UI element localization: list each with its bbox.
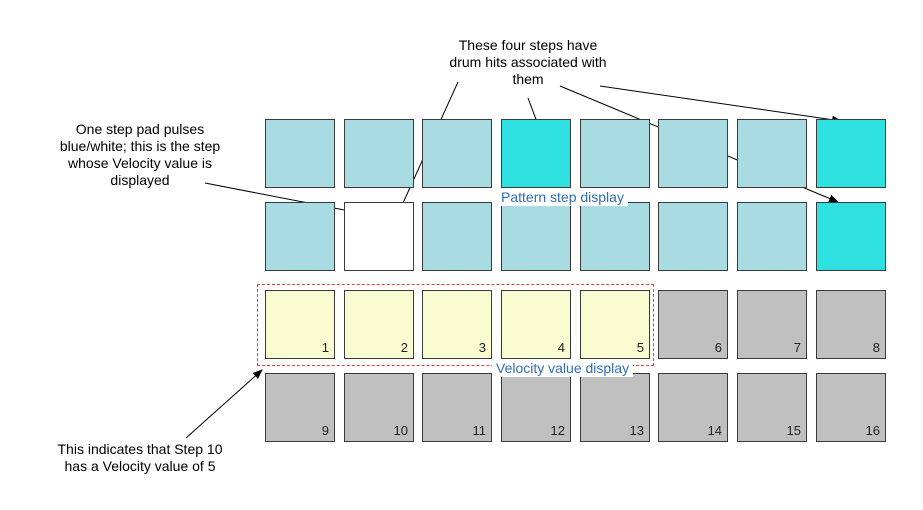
- velocity-pad-number: 5: [636, 340, 644, 355]
- pulsing-pad-annotation-line-3: whose Velocity value is: [68, 155, 212, 171]
- velocity-pad-number: 13: [629, 423, 644, 438]
- pattern-step-pad-9[interactable]: [265, 202, 335, 271]
- drum-hits-annotation: These four steps have drum hits associat…: [413, 37, 643, 88]
- velocity-display-highlight: [257, 284, 654, 366]
- velocity-pad-3[interactable]: 3: [422, 290, 492, 359]
- pattern-step-pad-12[interactable]: [501, 202, 571, 271]
- pulsing-pad-annotation: One step pad pulses blue/white; this is …: [40, 121, 240, 189]
- velocity-pad-2[interactable]: 2: [344, 290, 414, 359]
- velocity-pad-number: 8: [872, 340, 880, 355]
- velocity-pad-15[interactable]: 15: [737, 373, 807, 442]
- pulsing-pad-annotation-line-4: displayed: [110, 172, 170, 188]
- pulsing-pad-annotation-line-2: blue/white; this is the step: [59, 138, 221, 154]
- velocity-pad-1[interactable]: 1: [265, 290, 335, 359]
- velocity-pad-10[interactable]: 10: [344, 373, 414, 442]
- velocity-pad-number: 11: [472, 423, 487, 438]
- velocity-pad-9[interactable]: 9: [265, 373, 335, 442]
- pattern-step-pad-1[interactable]: [265, 119, 335, 188]
- arrow-from-pulsing-text: [204, 182, 366, 217]
- pattern-step-pad-16[interactable]: [816, 202, 886, 271]
- velocity-pad-5[interactable]: 5: [580, 290, 650, 359]
- velocity-pad-number: 16: [865, 423, 880, 438]
- pattern-step-pad-13[interactable]: [580, 202, 650, 271]
- step10-annotation-line-2: has a Velocity value of 5: [64, 458, 216, 474]
- velocity-pad-number: 7: [793, 340, 801, 355]
- velocity-pad-number: 2: [400, 340, 408, 355]
- pulsing-pad-annotation-line-1: One step pad pulses: [75, 121, 205, 137]
- pattern-step-pad-15[interactable]: [737, 202, 807, 271]
- velocity-pad-number: 15: [786, 423, 801, 438]
- pattern-step-pad-10[interactable]: [344, 202, 414, 271]
- velocity-pad-number: 10: [393, 423, 408, 438]
- velocity-pad-number: 14: [707, 423, 722, 438]
- drum-hits-annotation-line-2: drum hits associated with: [449, 54, 607, 70]
- velocity-pad-number: 4: [557, 340, 565, 355]
- step10-annotation: This indicates that Step 10 has a Veloci…: [25, 441, 255, 475]
- velocity-pad-number: 1: [321, 340, 329, 355]
- pattern-step-pad-14[interactable]: [658, 202, 728, 271]
- velocity-pad-14[interactable]: 14: [658, 373, 728, 442]
- velocity-pad-12[interactable]: 12: [501, 373, 571, 442]
- velocity-pad-7[interactable]: 7: [737, 290, 807, 359]
- arrow-to-step-8: [599, 85, 842, 124]
- drum-hits-annotation-line-1: These four steps have: [458, 37, 598, 53]
- drum-hits-annotation-line-3: them: [512, 71, 544, 87]
- velocity-pad-16[interactable]: 16: [816, 373, 886, 442]
- velocity-pad-4[interactable]: 4: [501, 290, 571, 359]
- pattern-step-pad-2[interactable]: [344, 119, 414, 188]
- velocity-pad-11[interactable]: 11: [422, 373, 492, 442]
- velocity-pad-number: 9: [321, 423, 329, 438]
- pattern-step-display-label: Pattern step display: [497, 188, 628, 206]
- pattern-step-pad-4[interactable]: [501, 119, 571, 188]
- velocity-pad-number: 12: [550, 423, 565, 438]
- velocity-pad-13[interactable]: 13: [580, 373, 650, 442]
- velocity-pad-number: 3: [478, 340, 486, 355]
- velocity-pad-8[interactable]: 8: [816, 290, 886, 359]
- pattern-step-pad-6[interactable]: [658, 119, 728, 188]
- pattern-step-pad-11[interactable]: [422, 202, 492, 271]
- velocity-value-display-label: Velocity value display: [492, 359, 634, 377]
- pattern-step-pad-5[interactable]: [580, 119, 650, 188]
- pattern-step-pad-7[interactable]: [737, 119, 807, 188]
- velocity-pad-number: 6: [714, 340, 722, 355]
- velocity-pad-6[interactable]: 6: [658, 290, 728, 359]
- arrow-to-velocity-display: [185, 369, 263, 439]
- pattern-step-pad-8[interactable]: [816, 119, 886, 188]
- step10-annotation-line-1: This indicates that Step 10: [57, 441, 223, 457]
- pattern-step-pad-3[interactable]: [422, 119, 492, 188]
